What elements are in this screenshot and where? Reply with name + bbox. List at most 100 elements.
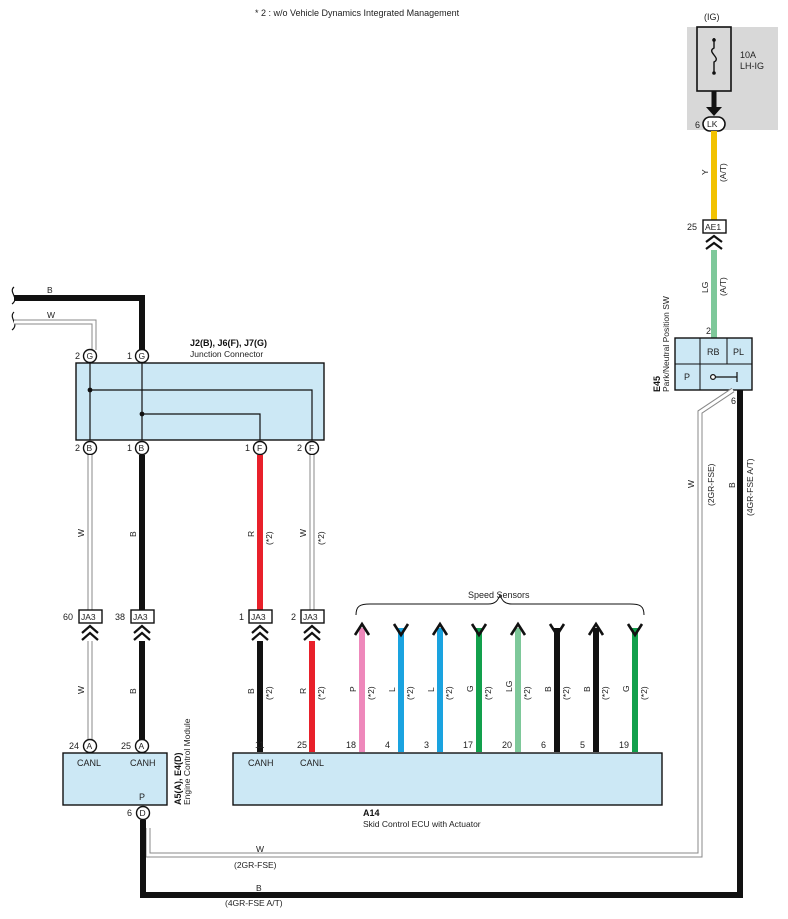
svg-text:(*2): (*2): [444, 686, 454, 700]
jc-top-pin: G 2: [75, 348, 98, 364]
ecm-bottom-pin: D 6: [127, 805, 151, 821]
ecm-pin: A 24: [69, 738, 98, 754]
speed-sensors-title: Speed Sensors: [468, 590, 530, 600]
svg-text:Y: Y: [700, 169, 710, 175]
svg-text:1: 1: [245, 443, 250, 453]
svg-text:F: F: [257, 443, 262, 453]
arrow-down-icon: [626, 623, 644, 638]
sensor-wire-4: LG(*2)20RL+: [502, 621, 532, 768]
svg-text:6: 6: [127, 808, 132, 818]
sensor-wire-0: P(*2)18FL+: [346, 621, 376, 768]
svg-text:LG: LG: [700, 282, 710, 293]
svg-text:JA3: JA3: [303, 612, 318, 622]
svg-text:(4GR-FSE A/T): (4GR-FSE A/T): [745, 458, 755, 516]
svg-text:G: G: [465, 685, 475, 692]
svg-text:(*2): (*2): [561, 686, 571, 700]
fuse-amp: 10A: [740, 50, 756, 60]
svg-text:(4GR-FSE A/T): (4GR-FSE A/T): [225, 898, 283, 908]
svg-text:25: 25: [687, 222, 697, 232]
ecm-box: [62, 752, 168, 806]
arrow-up-icon: [353, 621, 371, 636]
svg-text:AE1: AE1: [705, 222, 721, 232]
ecm-id: A5(A), E4(D): [173, 752, 183, 805]
svg-text:P: P: [684, 372, 690, 382]
jc-box: [75, 362, 325, 441]
svg-text:(A/T): (A/T): [718, 277, 728, 296]
svg-text:(*2): (*2): [483, 686, 493, 700]
arrow-up-icon: [509, 621, 527, 636]
arrow-up-icon: [431, 621, 449, 636]
svg-text:A: A: [139, 741, 145, 751]
svg-text:G: G: [621, 685, 631, 692]
sensor-wire-5: B(*2)6RL-: [541, 623, 571, 768]
fuse-name: LH-IG: [740, 61, 764, 71]
svg-text:6: 6: [541, 740, 546, 750]
svg-text:B: B: [139, 443, 145, 453]
svg-text:(*2): (*2): [316, 531, 326, 545]
wire-w-bottom: [146, 388, 734, 857]
svg-text:(*2): (*2): [264, 686, 274, 700]
svg-text:B: B: [246, 688, 256, 694]
svg-text:(*2): (*2): [366, 686, 376, 700]
svg-text:19: 19: [619, 740, 629, 750]
svg-text:B: B: [582, 686, 592, 692]
svg-text:R: R: [246, 531, 256, 537]
svg-text:(2GR-FSE): (2GR-FSE): [706, 463, 716, 506]
svg-text:25: 25: [297, 740, 307, 750]
svg-text:(*2): (*2): [639, 686, 649, 700]
ae1-connector: [702, 219, 727, 234]
svg-text:RB: RB: [707, 347, 720, 357]
jc-name: Junction Connector: [190, 349, 263, 359]
svg-text:18: 18: [346, 740, 356, 750]
svg-text:(*2): (*2): [522, 686, 532, 700]
sensor-wire-3: G(*2)17FR-: [463, 623, 493, 768]
svg-text:B: B: [87, 443, 93, 453]
svg-text:17: 17: [463, 740, 473, 750]
svg-text:(*2): (*2): [316, 686, 326, 700]
svg-text:P: P: [139, 792, 145, 802]
a14-name: Skid Control ECU with Actuator: [363, 819, 481, 829]
arrow-up-icon: [587, 621, 605, 636]
svg-text:1: 1: [127, 351, 132, 361]
svg-text:2: 2: [75, 351, 80, 361]
svg-text:W: W: [47, 310, 55, 320]
sensor-wire-2: L(*2)3FR+: [424, 621, 454, 768]
arrow-down-icon: [706, 107, 722, 116]
wire-b-in: [14, 295, 145, 350]
jc-id: J2(B), J6(F), J7(G): [190, 338, 267, 348]
svg-text:3: 3: [424, 740, 429, 750]
svg-text:4: 4: [385, 740, 390, 750]
svg-text:CANH: CANH: [248, 758, 274, 768]
sensor-wire-7: G(*2)19RR-: [619, 623, 649, 768]
svg-text:L: L: [387, 687, 397, 692]
svg-text:6: 6: [731, 396, 736, 406]
svg-text:38: 38: [115, 612, 125, 622]
ig-label: (IG): [704, 12, 720, 22]
sensor-wire-6: B(*2)5RR+: [580, 621, 610, 768]
svg-text:D: D: [140, 808, 146, 818]
sensor-wire-1: L(*2)4FL-: [385, 623, 415, 768]
svg-text:24: 24: [69, 741, 79, 751]
arrow-down-icon: [470, 623, 488, 638]
svg-text:20: 20: [502, 740, 512, 750]
ecm-name: Engine Control Module: [182, 718, 192, 805]
svg-text:60: 60: [63, 612, 73, 622]
jc-bottom-pin: F 2: [297, 440, 320, 456]
svg-text:LK: LK: [707, 119, 718, 129]
svg-text:2: 2: [706, 326, 711, 336]
svg-text:(*2): (*2): [600, 686, 610, 700]
svg-text:B: B: [128, 531, 138, 537]
svg-text:W: W: [76, 529, 86, 537]
svg-text:2: 2: [75, 443, 80, 453]
svg-text:CANL: CANL: [300, 758, 324, 768]
ig-block: [687, 27, 778, 130]
jc-bottom-pin: B 2: [75, 440, 98, 456]
svg-text:(A/T): (A/T): [718, 163, 728, 182]
switch-contact-icon: [709, 374, 716, 381]
jc-bottom-pin: F 1: [245, 440, 268, 456]
svg-text:CANL: CANL: [77, 758, 101, 768]
svg-text:L: L: [426, 687, 436, 692]
a14-box: [232, 752, 663, 806]
arrow-down-icon: [392, 623, 410, 638]
